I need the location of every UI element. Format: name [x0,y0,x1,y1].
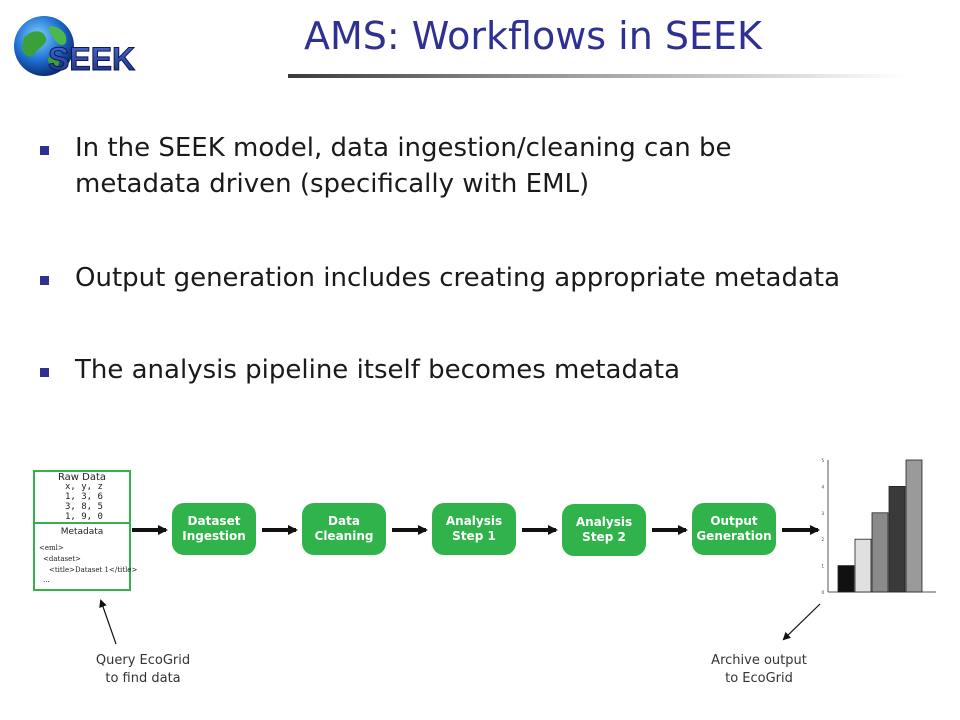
raw-data-title: Raw Data [57,472,107,483]
box-divider [35,522,129,524]
step-data-cleaning: Data Cleaning [302,503,386,555]
chart-y-tick-label: 1 [821,564,824,569]
bullet-text: The analysis pipeline itself becomes met… [75,355,681,385]
query-pointer-arrow [99,599,117,645]
caption-query-ecogrid: Query EcoGrid to find data [95,653,191,686]
caption-archive-ecogrid: Archive output to EcoGrid [711,653,807,686]
raw-data-line: x, y, z [65,482,103,492]
chart-y-tick-label: 4 [821,484,824,489]
chart-y-tick-label: 3 [821,511,824,516]
raw-data-line: 1, 9, 0 [65,512,103,522]
bullet-square-icon [40,146,49,155]
metadata-line: <dataset> [43,555,81,563]
bullet-item-2: Output generation includes creating appr… [40,260,955,296]
step-analysis-1: Analysis Step 1 [432,503,516,555]
metadata-line: <eml> [39,544,64,552]
globe-icon [14,16,74,76]
raw-data-metadata-box: Raw Data x, y, z 1, 3, 6 3, 8, 5 1, 9, 0… [33,470,137,591]
chart-bar [871,512,889,593]
chart-y-tick-label: 2 [821,537,824,542]
logo-wordmark: SEEK [48,41,135,77]
page-title: AMS: Workflows in SEEK [304,14,762,58]
bullet-text: Output generation includes creating appr… [75,263,841,293]
metadata-line: <title>Dataset 1</title> [49,566,138,574]
seek-logo: SEEK [14,16,136,78]
output-bar-chart: 0 1 2 3 4 5 [821,458,936,595]
raw-data-line: 3, 8, 5 [65,502,103,512]
chart-y-tick-label: 0 [821,590,824,595]
raw-data-line: 1, 3, 6 [65,492,103,502]
chart-y-tick-label: 5 [821,458,824,463]
metadata-line: ... [43,576,50,584]
bullet-item-1: In the SEEK model, data ingestion/cleani… [40,130,835,202]
chart-bar [888,485,906,593]
title-underline [288,74,908,78]
step-dataset-ingestion: Dataset Ingestion [172,503,256,555]
metadata-title: Metadata [60,527,104,537]
archive-pointer-arrow [782,603,821,641]
bullet-square-icon [40,368,49,377]
chart-bar [854,538,872,593]
chart-bar [837,565,855,593]
step-analysis-2: Analysis Step 2 [562,504,646,556]
bullet-text: In the SEEK model, data ingestion/cleani… [75,133,732,199]
step-output-generation: Output Generation [692,503,776,555]
bullet-item-3: The analysis pipeline itself becomes met… [40,352,955,388]
bullet-square-icon [40,276,49,285]
chart-bar [905,459,923,593]
